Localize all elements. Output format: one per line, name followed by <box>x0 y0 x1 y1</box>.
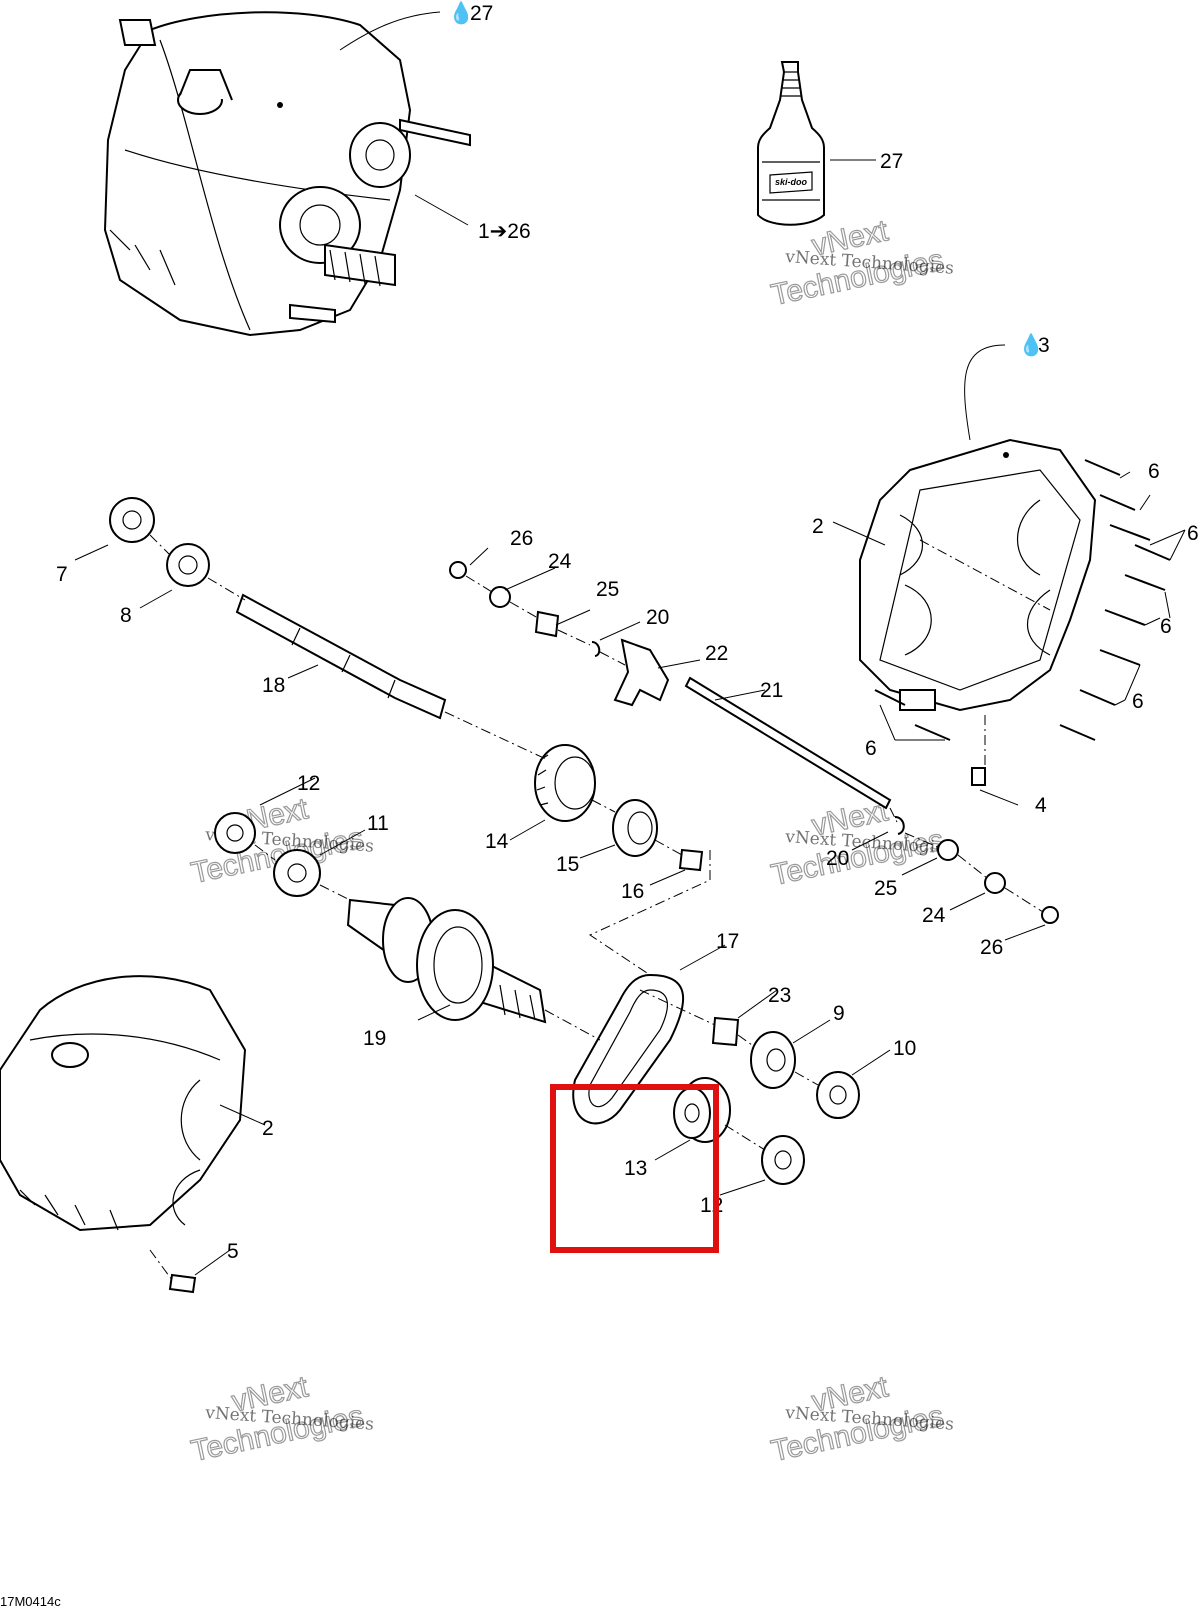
circlip <box>591 641 601 657</box>
label-23: 23 <box>768 984 791 1007</box>
label-17: 17 <box>716 930 739 953</box>
housing-bolts <box>874 459 1171 741</box>
oil-bottle: ski-doo <box>757 61 825 226</box>
oil-drop-icon: 💧 <box>1018 332 1044 357</box>
label-4: 4 <box>1035 794 1047 817</box>
label-20: 20 <box>826 847 849 870</box>
label-24: 24 <box>922 904 946 927</box>
shift-shaft <box>684 676 892 810</box>
bushing <box>534 610 560 638</box>
drive-chain <box>572 973 684 1125</box>
watermarks: Technologies vNext vNext Technologies Te… <box>188 214 955 1469</box>
label-11: 11 <box>367 812 389 835</box>
dowel-pin <box>168 1273 197 1294</box>
oil-drop-icon: 💧 <box>448 0 474 25</box>
label-6: 6 <box>1132 690 1144 713</box>
bearing <box>109 497 155 543</box>
bearing <box>750 1031 796 1089</box>
spacer-bushing <box>711 1016 740 1047</box>
label-25: 25 <box>874 877 897 900</box>
label-12: 12 <box>297 772 320 795</box>
shift-fork <box>613 638 670 707</box>
drain-plug <box>971 767 986 786</box>
label-9: 9 <box>833 1002 845 1025</box>
shim <box>166 543 210 587</box>
watermark: Technologies vNext vNext Technologies <box>768 794 955 893</box>
shim <box>214 812 256 854</box>
label-21: 21 <box>760 679 783 702</box>
label-6: 6 <box>1187 522 1199 545</box>
housing-half-right <box>859 438 1097 712</box>
label-24: 24 <box>548 550 572 573</box>
label-26: 26 <box>510 527 533 550</box>
bearing <box>273 849 321 897</box>
housing-half-left <box>0 975 247 1232</box>
watermark: Technologies vNext vNext Technologies <box>768 214 955 313</box>
drawing-code: 17M0414c <box>0 1594 61 1609</box>
output-gear-shaft <box>346 897 547 1024</box>
needle-bushing <box>678 848 704 872</box>
sliding-gear <box>534 744 596 822</box>
gearbox-assembly <box>103 11 471 337</box>
washer <box>1041 906 1059 924</box>
assembly-center-lines <box>149 534 1044 1281</box>
label-27-oil: 27 <box>470 2 493 25</box>
watermark: Technologies vNext vNext Technologies <box>768 1370 955 1469</box>
label-14: 14 <box>485 830 509 853</box>
label-7: 7 <box>56 563 68 586</box>
label-20: 20 <box>646 606 669 629</box>
label-2: 2 <box>812 515 824 538</box>
oil-fill-point-dot <box>1003 452 1009 458</box>
watermark: Technologies vNext vNext Technologies <box>188 1370 375 1469</box>
label-2: 2 <box>262 1117 274 1140</box>
label-8: 8 <box>120 604 132 627</box>
shim <box>761 1135 805 1185</box>
leader-lines <box>74 11 1186 1276</box>
label-15: 15 <box>556 853 579 876</box>
label-5: 5 <box>227 1240 239 1263</box>
label-13: 13 <box>624 1157 647 1180</box>
label-25: 25 <box>596 578 619 601</box>
label-16: 16 <box>621 880 644 903</box>
label-22: 22 <box>705 642 728 665</box>
label-12: 12 <box>700 1194 723 1217</box>
label-27: 27 <box>880 150 903 173</box>
label-6: 6 <box>1148 460 1160 483</box>
label-6: 6 <box>1160 615 1172 638</box>
shaft <box>235 593 447 720</box>
label-19: 19 <box>363 1027 386 1050</box>
oil-fill-point-dot <box>277 102 283 108</box>
label-1-26: 1➔26 <box>478 220 531 243</box>
bushing <box>937 839 959 861</box>
highlight-box <box>550 1084 719 1253</box>
spacer <box>984 872 1006 894</box>
shim <box>816 1071 860 1119</box>
washer <box>449 561 467 579</box>
label-6: 6 <box>865 737 877 760</box>
label-18: 18 <box>262 674 285 697</box>
bottle-brand-label: ski-doo <box>775 177 808 187</box>
spacer <box>489 586 511 608</box>
label-3-oil: 3 <box>1038 334 1050 357</box>
driven-gear <box>612 799 658 857</box>
part-labels: 💧 27 1➔26 27 💧 3 2 6 6 6 6 6 4 7 8 18 26… <box>56 0 1199 1263</box>
label-26: 26 <box>980 936 1003 959</box>
label-10: 10 <box>893 1037 916 1060</box>
circlip <box>894 816 905 835</box>
